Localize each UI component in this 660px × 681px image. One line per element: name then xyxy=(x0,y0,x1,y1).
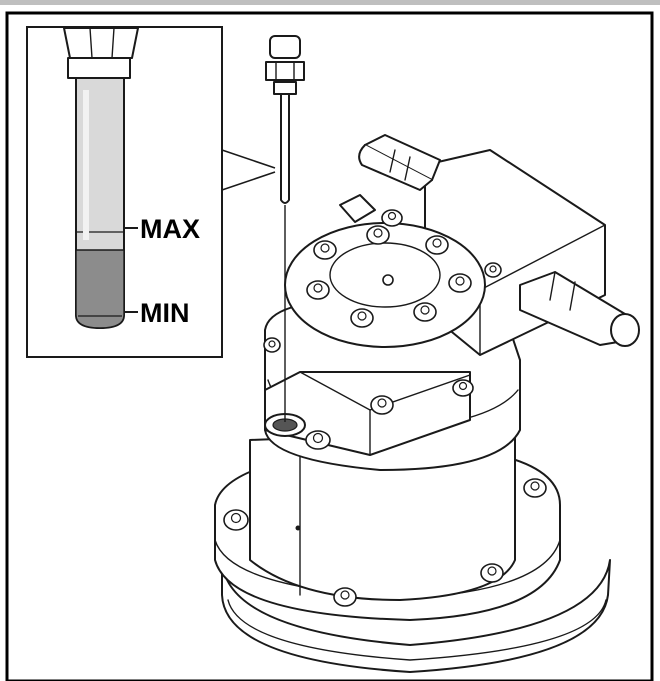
base-flange xyxy=(221,559,611,673)
bolt xyxy=(413,302,437,322)
dipstick-main xyxy=(265,35,305,422)
dipstick-collar xyxy=(273,81,297,95)
bolt xyxy=(313,240,337,260)
right-hose-fitting xyxy=(519,271,640,347)
dipstick-rod xyxy=(280,93,290,204)
bolt xyxy=(523,478,547,498)
bolt xyxy=(452,379,474,397)
bolt xyxy=(333,587,357,607)
middle-body xyxy=(249,429,516,601)
bolt xyxy=(381,209,403,227)
cover-plate-inner xyxy=(329,242,441,308)
dipstick-hex-nut xyxy=(265,61,305,81)
dipstick-cap xyxy=(269,35,301,59)
cover-bolts xyxy=(306,209,472,328)
housing-bolts xyxy=(223,262,547,607)
small-hole xyxy=(295,525,301,531)
detail-callout-leader xyxy=(221,149,276,191)
bolt xyxy=(370,395,394,415)
valve-block-top-edge xyxy=(479,224,606,291)
max-label: MAX xyxy=(140,214,200,244)
bolt xyxy=(425,235,449,255)
enlarged-collar xyxy=(67,57,131,79)
detail-inset: MAX MIN xyxy=(26,26,223,358)
dipstick-enlarged xyxy=(63,27,139,330)
bolt xyxy=(350,308,374,328)
cropped-header xyxy=(0,0,660,5)
figure-frame xyxy=(5,11,654,681)
bolt xyxy=(223,509,249,531)
dipstick-port xyxy=(264,413,306,437)
oil-level-band xyxy=(75,249,125,329)
bolt xyxy=(306,280,330,300)
bolt xyxy=(484,262,502,278)
base-flange-ring xyxy=(227,599,607,661)
enlarged-hex-nut xyxy=(63,27,139,59)
min-label: MIN xyxy=(140,298,190,328)
bolt xyxy=(480,563,504,583)
top-hose-fitting xyxy=(358,134,441,191)
swing-motor-assembly xyxy=(214,134,640,673)
cover-center-plug xyxy=(382,274,394,286)
bolt xyxy=(448,273,472,293)
bolt xyxy=(263,337,281,353)
bolt xyxy=(305,430,331,450)
bolt xyxy=(366,225,390,245)
small-fitting xyxy=(339,194,376,223)
